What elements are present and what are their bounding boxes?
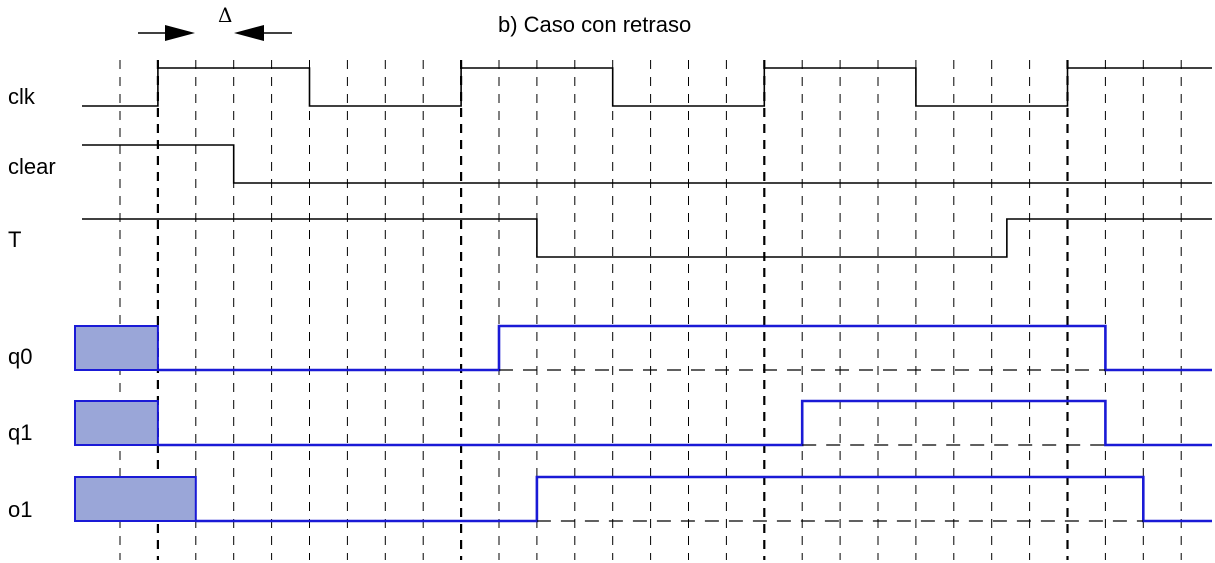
signal-label-o1: o1 (8, 497, 32, 522)
delta-left-pointing-arrowhead-icon (234, 25, 264, 41)
diagram-title: b) Caso con retraso (498, 12, 691, 37)
waveform-o1 (195, 475, 1212, 523)
signal-label-q0: q0 (8, 344, 32, 369)
unknown-state-block-q1 (74, 400, 159, 446)
delta-symbol: Δ (218, 3, 232, 27)
signal-label-t: T (8, 227, 21, 252)
unknown-state-block-o1 (74, 476, 197, 522)
unknown-state-block-q0 (74, 325, 159, 371)
signal-label-clk: clk (8, 84, 36, 109)
waveform-clk (82, 67, 1212, 107)
delta-marker: Δ (138, 3, 292, 41)
delta-right-pointing-arrowhead-icon (165, 25, 195, 41)
signal-labels: clk clear T q0 q1 o1 (8, 84, 56, 522)
signal-label-q1: q1 (8, 420, 32, 445)
waveforms (74, 67, 1212, 523)
waveform-clear (82, 144, 1212, 184)
waveform-q1 (157, 399, 1212, 447)
waveform-t (82, 218, 1212, 258)
waveform-q0 (157, 324, 1212, 372)
time-grid (119, 60, 1182, 560)
signal-label-clear: clear (8, 154, 56, 179)
